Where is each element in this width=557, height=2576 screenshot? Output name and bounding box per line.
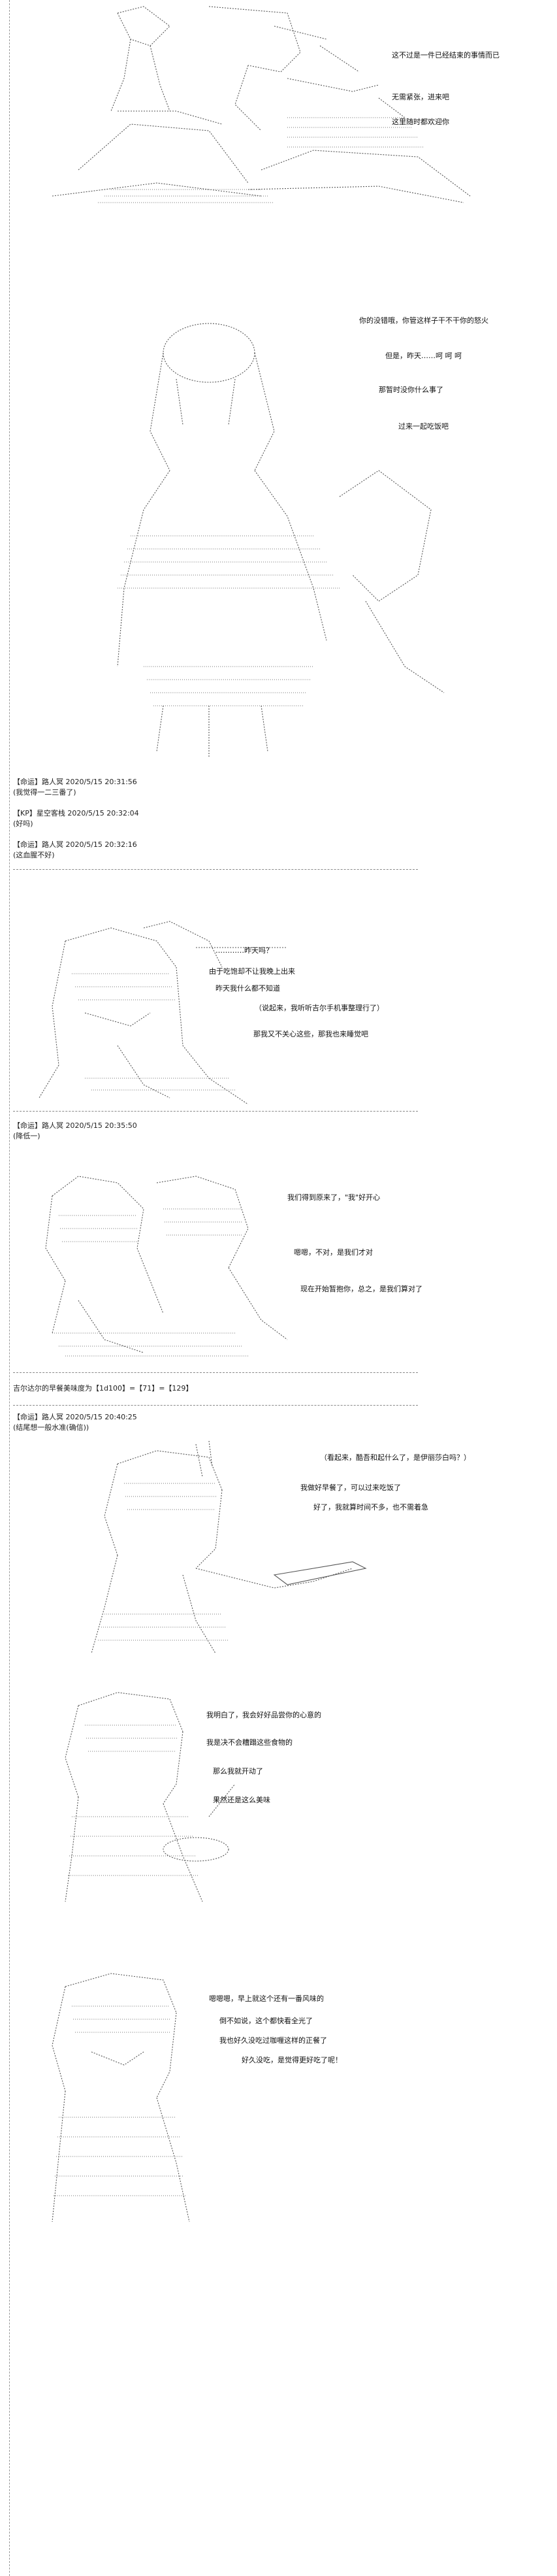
aa-art-girl-smiling	[52, 1973, 190, 2222]
post-1-header: 【命运】路人冥 2020/5/15 20:31:56	[13, 778, 137, 786]
scene-3-line-1: …………昨天吗？	[215, 946, 273, 955]
separator-1	[13, 869, 418, 870]
breakfast-roll-line: 吉尔达尔的早餐美味度为【1d100】=【71】=【129】	[13, 1384, 193, 1393]
scene-3-line-3: 昨天我什么都不知道	[215, 984, 280, 993]
post-3-header: 【命运】路人冥 2020/5/15 20:32:16	[13, 840, 137, 849]
scene-3: …………昨天吗？ 由于吃饱却不让我晚上出来 昨天我什么都不知道 （说起来，我听听…	[13, 915, 549, 1111]
scene-1-line-2: 无需紧张，进来吧	[392, 93, 449, 101]
separator-4	[13, 1405, 418, 1406]
aa-art-girl-eating	[65, 1692, 236, 1902]
scene-6-line-2: 我是决不会糟蹋这些食物的	[206, 1738, 293, 1747]
scene-7: 嗯嗯嗯，早上就这个还有一番风味的 倒不如说，这个都快看全光了 我也好久没吃过咖喱…	[13, 1967, 549, 2228]
scene-7-line-1: 嗯嗯嗯，早上就这个还有一番风味的	[209, 1994, 324, 2003]
post-5-body: (结尾想一般水准(确信))	[13, 1423, 89, 1432]
scene-2-line-1: 你的没错哦，你管这样子干不干你的怒火	[359, 316, 488, 325]
aa-art-girl-at-window	[39, 921, 287, 1105]
scene-4: 我们得到原来了，"我"好开心 嗯嗯，不对，是我们才对 现在开始暂抱你，总之，是我…	[13, 1170, 549, 1366]
post-4-header: 【命运】路人冥 2020/5/15 20:35:50	[13, 1121, 137, 1130]
scene-7-line-3: 我也好久没吃过咖喱这样的正餐了	[219, 2036, 327, 2045]
scene-3-line-5: 那我又不关心这些，那我也来睡觉吧	[253, 1030, 368, 1038]
scene-1: 这不过是一件已经结束的事情而已 无需紧张，进来吧 这里随时都欢迎你	[13, 0, 549, 216]
scene-3-line-4: （说起来，我听听吉尔手机事整理行了）	[255, 1004, 384, 1012]
scene-5-line-1: （看起来，酷吾和起什么了，是伊丽莎白吗？）	[320, 1453, 471, 1462]
aa-art-standing-girl	[117, 323, 445, 758]
scene-7-line-4: 好久没吃，是觉得更好吃了呢！	[242, 2056, 342, 2064]
scene-4-line-2: 嗯嗯，不对，是我们才对	[294, 1248, 373, 1257]
aa-art-girl-serving-plate	[91, 1440, 367, 1654]
aa-art-two-girls	[45, 1176, 288, 1357]
scene-2-line-3: 那暂时没你什么事了	[379, 386, 443, 394]
scene-4-line-3: 现在开始暂抱你，总之，是我们算对了	[300, 1285, 422, 1293]
scene-5-line-3: 好了，我就算时间不多，也不需着急	[313, 1503, 428, 1511]
scene-3-line-2: 由于吃饱却不让我晚上出来	[209, 967, 295, 976]
post-2-header: 【KP】星空客栈 2020/5/15 20:32:04	[13, 809, 139, 817]
post-5-header: 【命运】路人冥 2020/5/15 20:40:25	[13, 1413, 137, 1421]
separator-2	[13, 1111, 418, 1112]
separator-3	[13, 1372, 418, 1373]
scene-5: （看起来，酷吾和起什么了，是伊丽莎白吗？） 我做好早餐了，可以过来吃饭了 好了，…	[13, 1438, 549, 1666]
scene-2-line-4: 过来一起吃饭吧	[398, 422, 449, 431]
post-4-body: (降低一)	[13, 1132, 40, 1140]
scene-2: 你的没错哦，你管这样子干不干你的怒火 但是，昨天……呵 呵 呵 那暂时没你什么事…	[13, 301, 549, 771]
scene-6-line-1: 我明白了，我会好好品尝你的心意的	[206, 1711, 321, 1719]
post-2-body: (好吗)	[13, 819, 33, 828]
scene-1-line-1: 这不过是一件已经结束的事情而已	[392, 51, 500, 59]
scene-6-line-4: 果然还是这么美味	[213, 1796, 270, 1804]
page-left-divider	[9, 0, 10, 2576]
scene-4-line-1: 我们得到原来了，"我"好开心	[287, 1193, 381, 1202]
scene-7-line-2: 倒不如说，这个都快看全光了	[219, 2017, 313, 2025]
scene-6-line-3: 那么我就开动了	[213, 1767, 263, 1775]
post-1-body: (我觉得一二三番了)	[13, 788, 76, 797]
scene-2-line-2: 但是，昨天……呵 呵 呵	[385, 352, 462, 360]
scene-6: 我明白了，我会好好品尝你的心意的 我是决不会糟蹋这些食物的 那么我就开动了 果然…	[13, 1686, 549, 1908]
post-3-body: (这血腥不好)	[13, 851, 55, 859]
aa-art-greeting-figures	[52, 6, 471, 203]
scene-1-line-3: 这里随时都欢迎你	[392, 118, 449, 126]
scene-5-line-2: 我做好早餐了，可以过来吃饭了	[300, 1483, 401, 1492]
